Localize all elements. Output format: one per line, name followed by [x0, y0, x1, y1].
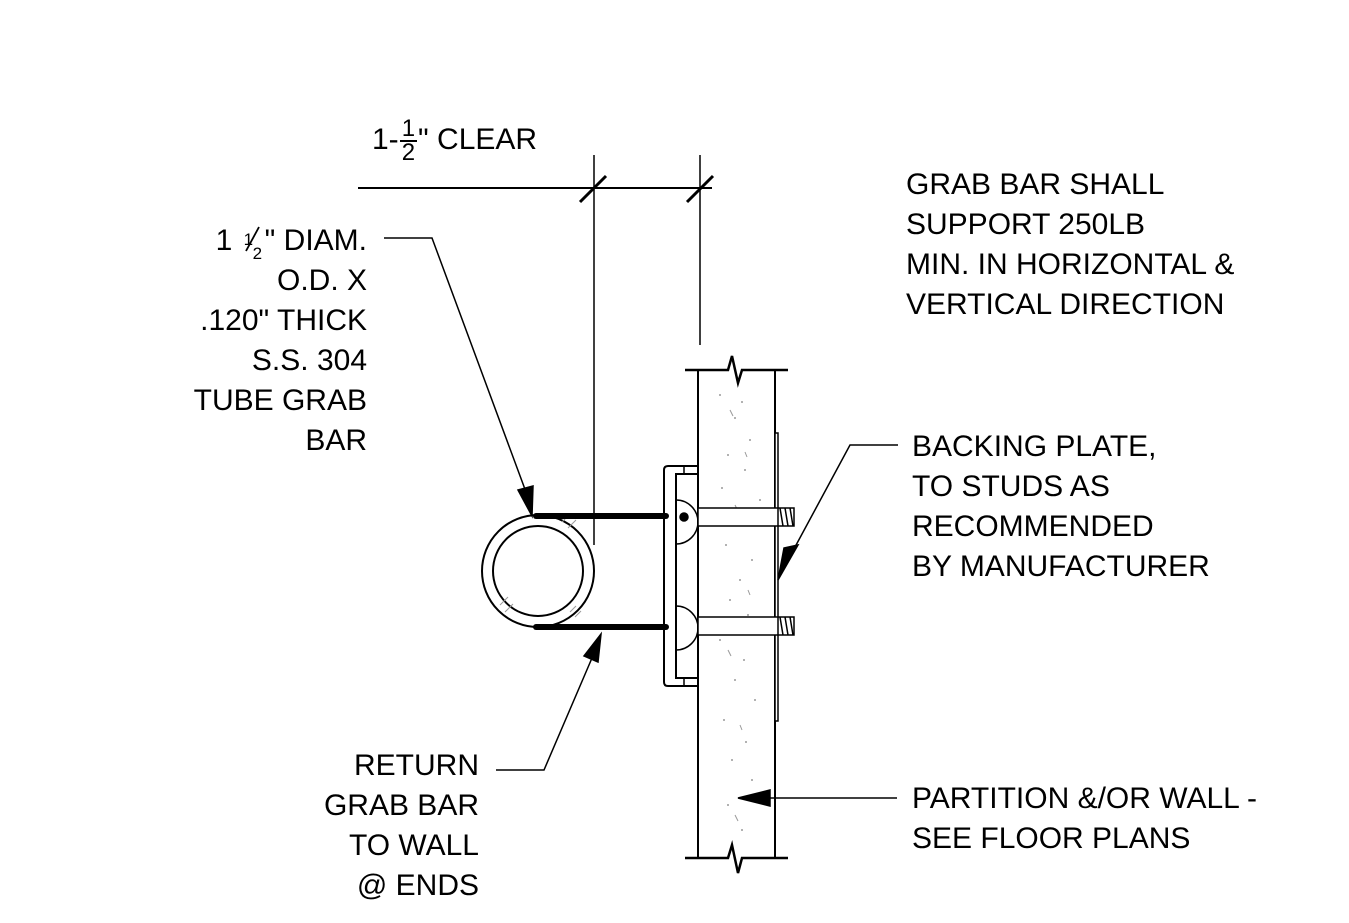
- grab-bar-tube: [481, 513, 595, 628]
- clearance-fraction-denominator: 2: [401, 139, 416, 166]
- load-note: GRAB BAR SHALL SUPPORT 250LB MIN. IN HOR…: [906, 165, 1234, 325]
- load-note-line-4: VERTICAL DIRECTION: [906, 288, 1225, 321]
- leader-backing-note: [777, 444, 898, 581]
- tube-note-line-2: O.D. X: [276, 264, 367, 297]
- half-fraction-denominator: 2: [252, 244, 263, 263]
- fraction-slash: [244, 226, 260, 252]
- half-fraction-numerator: 1: [243, 230, 254, 249]
- leader-return-note: [496, 631, 603, 771]
- upper-anchor-bolt: [675, 499, 795, 545]
- wall-hatch: [719, 394, 761, 831]
- lower-anchor-bolt: [675, 605, 795, 651]
- return-note: RETURN GRAB BAR TO WALL @ ENDS: [324, 746, 479, 906]
- return-arms: [533, 513, 669, 630]
- load-note-line-2: SUPPORT 250LB: [906, 208, 1146, 241]
- load-note-line-3: MIN. IN HORIZONTAL &: [906, 248, 1235, 281]
- leader-wall-note: [737, 789, 897, 807]
- clearance-dimension: [358, 155, 715, 545]
- tube-note-line-5: TUBE GRAB: [193, 384, 367, 417]
- clearance-fraction-numerator: 1: [399, 115, 418, 142]
- tube-note-line-4: S.S. 304: [251, 344, 367, 377]
- backing-note-line-2: TO STUDS AS: [912, 470, 1110, 503]
- backing-note: BACKING PLATE, TO STUDS AS RECOMMENDED B…: [912, 427, 1210, 587]
- mounting-flange: [663, 465, 698, 687]
- tube-note-prefix: 1: [215, 224, 233, 257]
- tube-note-line-6: BAR: [305, 424, 367, 457]
- leader-tube-note: [384, 237, 534, 519]
- return-note-line-4: @ ENDS: [356, 869, 479, 902]
- wall-note-line-1: PARTITION &/OR WALL -: [912, 782, 1258, 815]
- return-note-line-1: RETURN: [354, 749, 479, 782]
- backing-note-line-1: BACKING PLATE,: [912, 430, 1157, 463]
- backing-note-line-4: BY MANUFACTURER: [912, 550, 1210, 583]
- wall-note: PARTITION &/OR WALL - SEE FLOOR PLANS: [912, 779, 1257, 859]
- return-note-line-2: GRAB BAR: [323, 789, 479, 822]
- return-note-line-3: TO WALL: [348, 829, 479, 862]
- clearance-whole: 1-: [372, 122, 399, 156]
- tube-note-suffix: " DIAM.: [264, 224, 367, 257]
- backing-plate: [774, 432, 779, 722]
- backing-note-line-3: RECOMMENDED: [912, 510, 1154, 543]
- partition-wall: [685, 355, 788, 874]
- load-note-line-1: GRAB BAR SHALL: [906, 168, 1165, 201]
- wall-note-line-2: SEE FLOOR PLANS: [912, 822, 1191, 855]
- tube-note-line-3: .120" THICK: [200, 304, 367, 337]
- clearance-suffix: " CLEAR: [418, 122, 538, 156]
